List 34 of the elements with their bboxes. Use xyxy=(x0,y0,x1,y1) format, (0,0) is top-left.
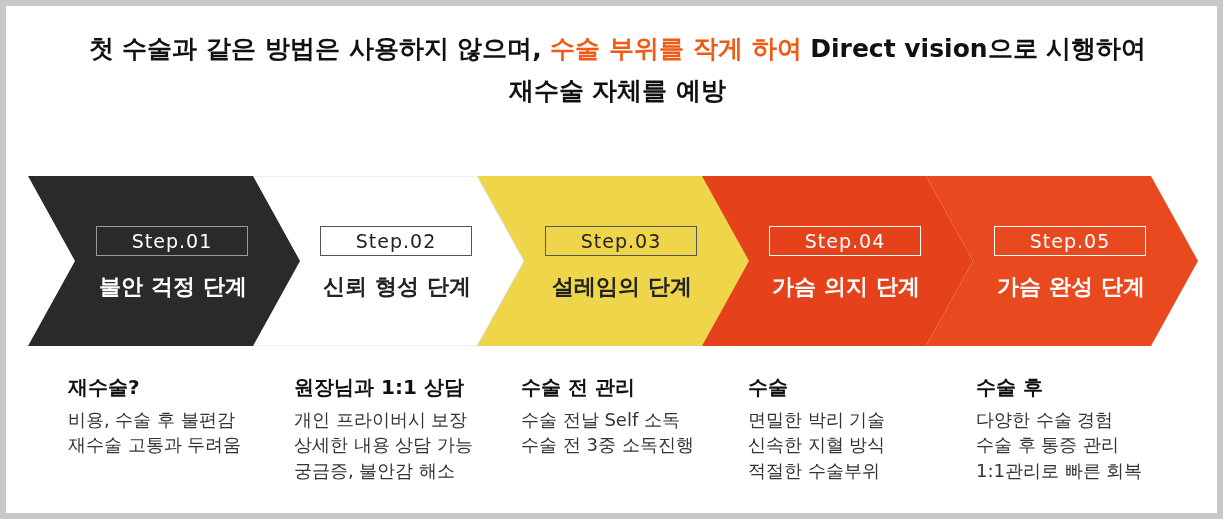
step-label: Step.01 xyxy=(96,226,248,256)
chevron-step xyxy=(926,176,1198,346)
stage-item: 1:1관리로 빠른 회복 xyxy=(976,458,1143,483)
chevron-step xyxy=(701,176,973,346)
title-text: 첫 수술과 같은 방법은 사용하지 않으며, 수술 부위를 작게 하여 Direct vision으로 시행하여 재수술 자체를 예방 xyxy=(87,33,1148,107)
stage-heading: 수술 전 관리 xyxy=(521,374,635,401)
step-label: Step.03 xyxy=(545,226,697,256)
stage-heading: 수술 xyxy=(748,374,788,401)
chevron-step xyxy=(28,176,300,346)
stage-heading: 재수술? xyxy=(68,374,140,401)
step-heading: 설레임의 단계 xyxy=(551,273,693,301)
step-heading: 가슴 완성 단계 xyxy=(996,273,1146,301)
step-heading: 가슴 의지 단계 xyxy=(771,273,921,301)
stage-item: 비용, 수술 후 불편감 xyxy=(68,407,235,432)
step-heading: 신뢰 형성 단계 xyxy=(322,273,472,301)
chevron-step xyxy=(252,176,524,346)
stage-item: 재수술 고통과 두려움 xyxy=(68,433,242,457)
stage-item: 신속한 지혈 방식 xyxy=(748,433,886,457)
stage-item: 개인 프라이버시 보장 xyxy=(294,407,468,432)
stage-item: 면밀한 박리 기술 xyxy=(748,407,886,432)
step-label: Step.02 xyxy=(320,226,472,256)
stage-item: 수술 후 통증 관리 xyxy=(976,433,1120,457)
step-label: Step.04 xyxy=(769,226,921,256)
stage-item: 상세한 내용 상담 가능 xyxy=(294,433,474,457)
stage-item: 수술 전 3중 소독진행 xyxy=(521,433,694,457)
stage-item: 다양한 수술 경험 xyxy=(976,407,1114,432)
chevron-step xyxy=(477,176,749,346)
step-heading: 불안 걱정 단계 xyxy=(98,273,248,301)
stage-item: 적절한 수술부위 xyxy=(748,458,880,483)
stage-item: 궁금증, 불안감 해소 xyxy=(294,458,456,483)
stage-heading: 수술 후 xyxy=(976,374,1043,401)
stage-heading: 원장님과 1:1 상담 xyxy=(294,374,464,401)
stage-item: 수술 전날 Self 소독 xyxy=(521,407,680,432)
step-label: Step.05 xyxy=(994,226,1146,256)
